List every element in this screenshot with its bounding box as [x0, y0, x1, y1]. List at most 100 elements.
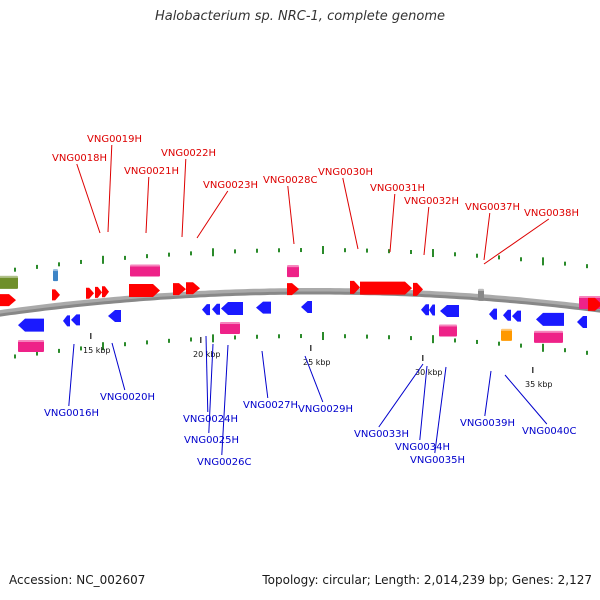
- rna-feature-5[interactable]: [220, 322, 240, 335]
- rna-feature-4[interactable]: [18, 339, 44, 352]
- rev-gene-n[interactable]: [503, 309, 511, 321]
- gene-label-vng0024h-text: VNG0024H: [183, 414, 238, 425]
- olive-feature[interactable]: [0, 275, 18, 289]
- gene-label-vng0032h[interactable]: VNG0032H: [404, 196, 459, 256]
- gene-label-vng0025h[interactable]: VNG0025H: [184, 343, 239, 446]
- gene-label-vng0037h[interactable]: VNG0037H: [465, 202, 520, 261]
- blue-small-feature-shine: [53, 269, 58, 272]
- olive-feature-shine: [0, 275, 18, 278]
- fwd-gene-e[interactable]: [102, 286, 109, 298]
- rna-feature-1[interactable]: [130, 264, 160, 277]
- gene-label-vng0035h-leader: [434, 366, 447, 454]
- gene-label-vng0026c[interactable]: VNG0026C: [197, 344, 252, 468]
- gene-label-vng0030h-text: VNG0030H: [318, 167, 373, 178]
- outer-ring-tick: [366, 248, 368, 253]
- scale-tick: [532, 367, 534, 373]
- gene-label-vng0028c[interactable]: VNG0028C: [263, 175, 318, 245]
- orange-feature-shine: [501, 328, 512, 331]
- rev-gene-f[interactable]: [212, 303, 220, 315]
- rna-feature-6[interactable]: [439, 324, 457, 337]
- gene-label-vng0022h-text: VNG0022H: [161, 148, 216, 159]
- rna-feature-7-shine: [534, 330, 563, 333]
- fwd-gene-j[interactable]: [350, 280, 360, 294]
- rev-gene-g[interactable]: [221, 302, 243, 316]
- fwd-gene-m[interactable]: [588, 297, 600, 311]
- inner-ring-tick: [256, 334, 258, 339]
- gene-label-vng0030h[interactable]: VNG0030H: [318, 167, 373, 250]
- gene-label-vng0019h[interactable]: VNG0019H: [87, 134, 142, 233]
- rna-feature-6-body: [439, 324, 457, 337]
- rev-gene-i[interactable]: [301, 301, 312, 314]
- gene-label-vng0033h[interactable]: VNG0033H: [354, 363, 424, 440]
- inner-ring-tick: [58, 348, 60, 353]
- rev-gene-m[interactable]: [489, 308, 497, 320]
- rna-feature-2-shine: [287, 265, 299, 268]
- gene-label-vng0034h[interactable]: VNG0034H: [395, 365, 450, 453]
- rna-feature-2[interactable]: [287, 265, 299, 278]
- rev-gene-d[interactable]: [108, 309, 121, 322]
- gene-label-vng0021h[interactable]: VNG0021H: [124, 166, 179, 234]
- outer-ring-tick: [36, 264, 38, 269]
- rev-gene-h[interactable]: [256, 301, 271, 314]
- gene-label-vng0024h-leader: [205, 335, 209, 413]
- fwd-gene-h[interactable]: [186, 282, 200, 295]
- gene-label-vng0016h[interactable]: VNG0016H: [44, 343, 99, 419]
- fwd-gene-l[interactable]: [413, 282, 423, 296]
- rev-gene-j[interactable]: [421, 304, 429, 316]
- genome-backbone: [0, 291, 600, 317]
- gene-label-vng0018h[interactable]: VNG0018H: [52, 153, 107, 234]
- inner-ring-tick: [146, 340, 148, 345]
- gene-label-vng0016h-text: VNG0016H: [44, 408, 99, 419]
- gene-label-vng0040c-text: VNG0040C: [522, 426, 577, 437]
- outer-ring-tick: [58, 262, 60, 267]
- gene-label-vng0037h-text: VNG0037H: [465, 202, 520, 213]
- fwd-gene-b[interactable]: [52, 289, 60, 301]
- gene-label-vng0023h[interactable]: VNG0023H: [196, 180, 258, 239]
- outer-ring-tick: [542, 257, 544, 266]
- rna-feature-7-body: [534, 330, 563, 343]
- inner-ring-tick: [388, 335, 390, 340]
- fwd-gene-i[interactable]: [287, 283, 299, 296]
- rev-gene-l[interactable]: [440, 305, 459, 318]
- gene-label-vng0029h[interactable]: VNG0029H: [298, 355, 353, 415]
- rna-feature-5-shine: [220, 322, 240, 325]
- outer-ring-tick: [234, 249, 236, 254]
- rev-gene-e[interactable]: [202, 304, 210, 316]
- gene-label-vng0035h[interactable]: VNG0035H: [410, 366, 465, 466]
- fwd-gene-k[interactable]: [360, 281, 412, 295]
- rev-gene-p[interactable]: [536, 312, 564, 326]
- gene-label-vng0038h[interactable]: VNG0038H: [483, 208, 579, 265]
- gene-label-vng0025h-leader: [208, 343, 214, 434]
- inner-ring-tick: [454, 338, 456, 343]
- gene-label-vng0040c[interactable]: VNG0040C: [504, 374, 577, 437]
- orange-feature[interactable]: [501, 328, 512, 341]
- fwd-gene-c[interactable]: [86, 287, 94, 299]
- inner-ring-tick: [520, 343, 522, 348]
- gene-label-vng0022h[interactable]: VNG0022H: [161, 148, 216, 238]
- rev-gene-q[interactable]: [577, 315, 587, 328]
- rna-feature-7[interactable]: [534, 330, 563, 343]
- outer-ring-tick: [322, 246, 324, 255]
- rev-gene-k[interactable]: [429, 304, 435, 316]
- gene-label-vng0027h[interactable]: VNG0027H: [243, 350, 298, 411]
- rev-gene-o[interactable]: [512, 310, 521, 322]
- outer-ring-tick: [300, 248, 302, 253]
- gene-label-vng0037h-leader: [483, 212, 491, 261]
- grey-feature-body: [478, 288, 484, 301]
- gene-label-vng0020h[interactable]: VNG0020H: [100, 342, 155, 403]
- fwd-gene-f[interactable]: [129, 283, 160, 297]
- gene-label-vng0024h[interactable]: VNG0024H: [183, 335, 238, 425]
- outer-ring-tick: [168, 252, 170, 257]
- blue-small-feature[interactable]: [53, 269, 58, 282]
- rev-gene-c[interactable]: [71, 314, 80, 326]
- gene-label-vng0031h[interactable]: VNG0031H: [370, 183, 425, 253]
- inner-ring-tick: [344, 334, 346, 339]
- grey-feature[interactable]: [478, 288, 484, 301]
- fwd-gene-d[interactable]: [95, 286, 102, 298]
- rev-gene-a[interactable]: [18, 318, 44, 332]
- gene-label-vng0019h-text: VNG0019H: [87, 134, 142, 145]
- fwd-gene-g[interactable]: [173, 283, 186, 296]
- fwd-gene-a[interactable]: [0, 294, 16, 307]
- gene-label-vng0039h[interactable]: VNG0039H: [460, 370, 515, 429]
- rev-gene-b[interactable]: [63, 315, 70, 327]
